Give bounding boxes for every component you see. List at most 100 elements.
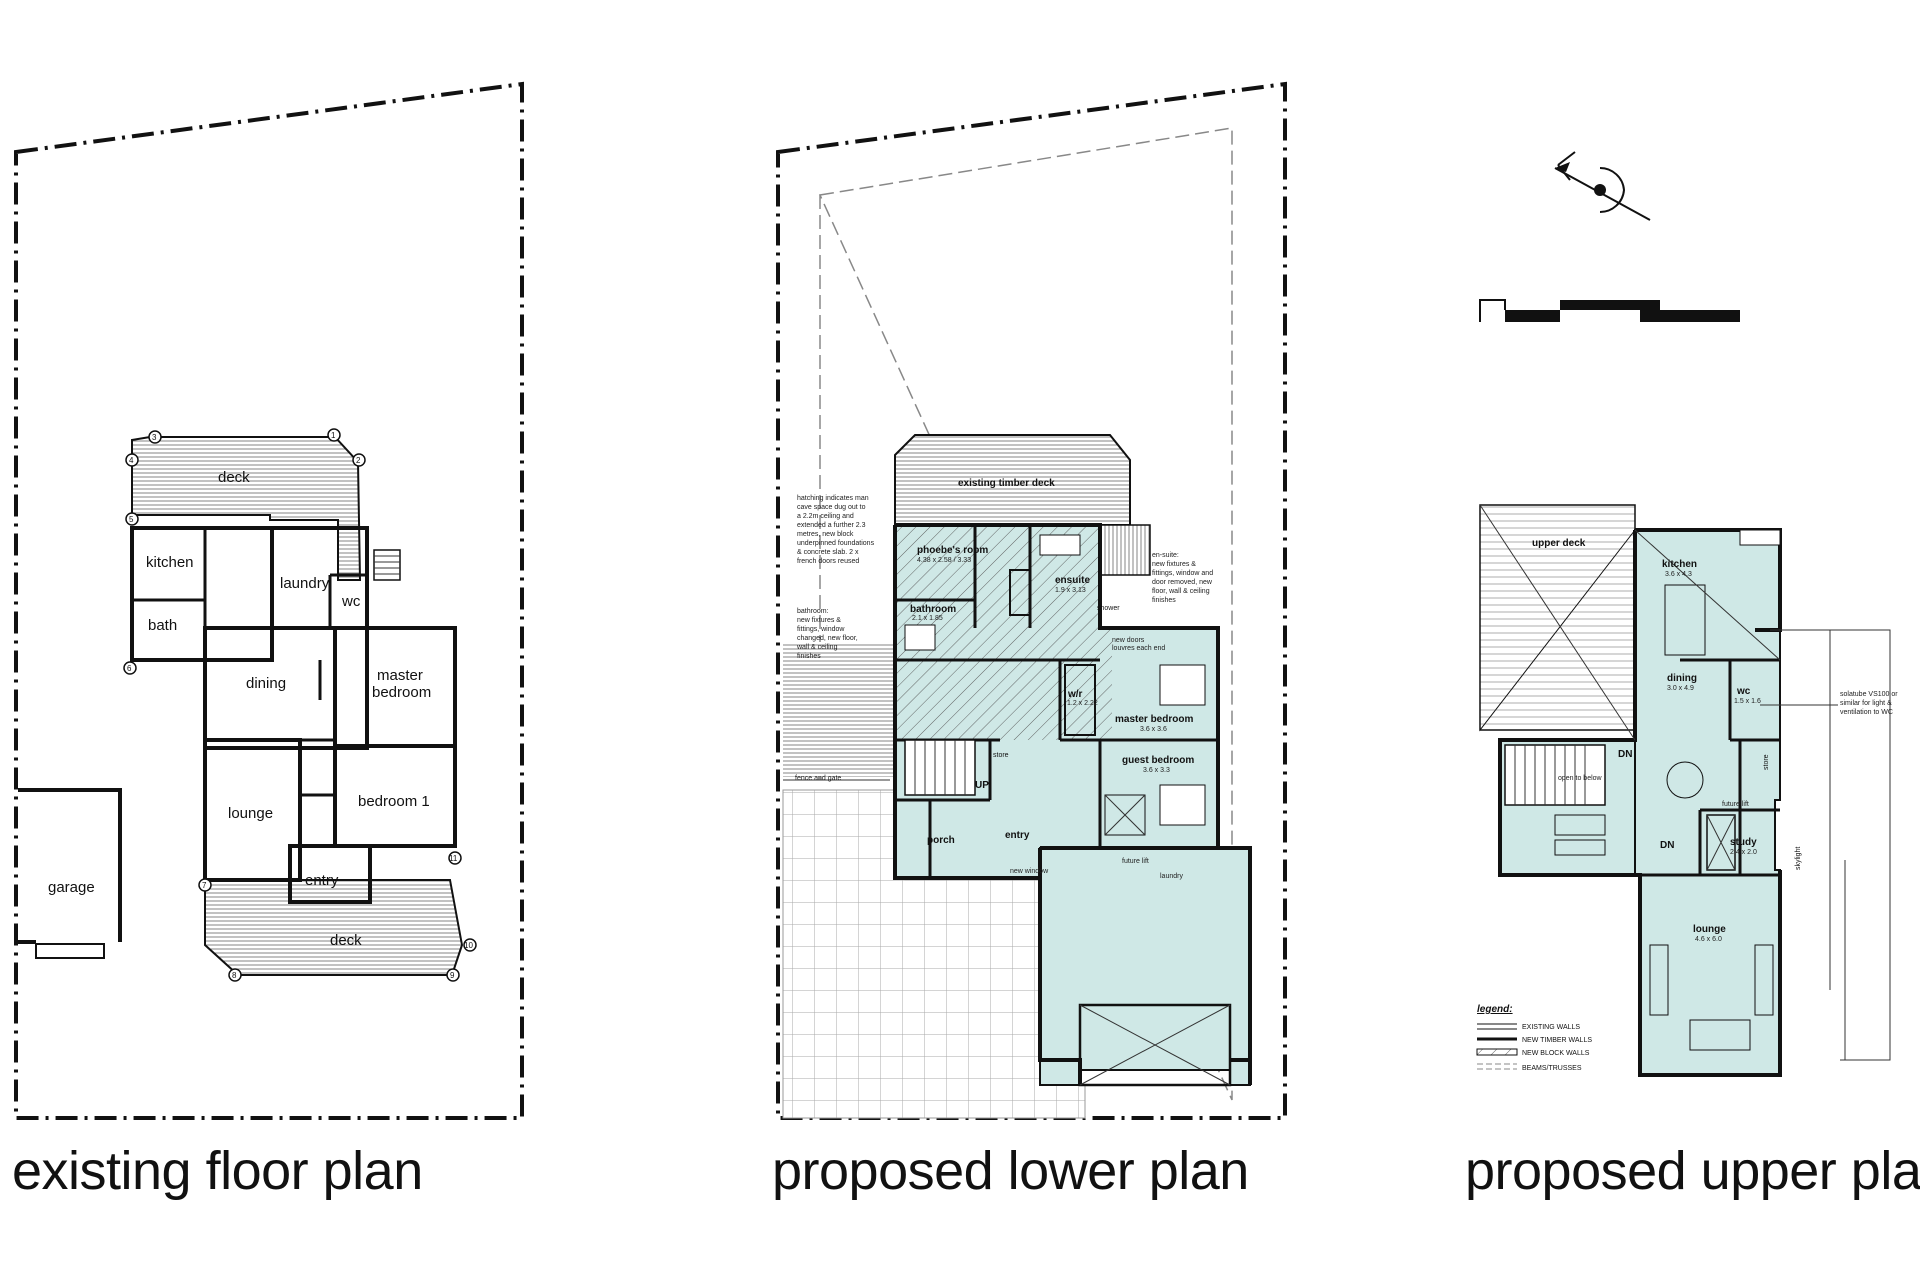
svg-text:2: 2 [356, 456, 361, 465]
dn-label-2: DN [1660, 840, 1674, 851]
new-doors-label: new doors [1112, 637, 1145, 644]
skylight-label: skylight [1795, 847, 1802, 870]
porch-label: porch [927, 835, 955, 846]
svg-text:en-suite:: en-suite: [1152, 552, 1179, 559]
upper-plan-title: proposed upper plan [1465, 1141, 1920, 1201]
future-lift-label: future lift [1122, 858, 1149, 865]
lounge-dim: 4.6 x 6.0 [1695, 936, 1722, 943]
side-steps [783, 642, 893, 777]
guest-bedroom-label: guest bedroom [1122, 755, 1194, 766]
svg-text:cave space dug out to: cave space dug out to [797, 504, 866, 511]
hatching-note: hatching indicates man cave space dug ou… [797, 495, 875, 565]
dn-label-1: DN [1618, 749, 1632, 760]
bathroom-dim: 2.1 x 1.85 [912, 615, 943, 622]
survey-markers: 1 2 3 4 5 6 7 8 9 10 11 [123, 428, 477, 982]
upper-future-lift-label: future lift [1722, 801, 1749, 808]
svg-text:11: 11 [449, 854, 458, 863]
upper-study-label: study [1730, 837, 1757, 848]
bath-label: bath [148, 617, 177, 634]
deck-bottom-label: deck [330, 932, 362, 949]
upper-kitchen-label: kitchen [1662, 559, 1697, 570]
legend-new-block-walls: NEW BLOCK WALLS [1522, 1050, 1590, 1057]
legend-new-timber-walls: NEW TIMBER WALLS [1522, 1037, 1592, 1044]
phoebes-dim: 4.38 x 2.58 / 3.33 [917, 557, 971, 564]
existing-floor-plan: 1 2 3 4 5 6 7 8 9 10 11 deck kitchen lau… [14, 81, 524, 1120]
svg-text:4: 4 [129, 456, 134, 465]
upper-deck-label: upper deck [1532, 538, 1586, 549]
svg-text:ventilation to WC: ventilation to WC [1840, 709, 1893, 716]
top-deck [131, 436, 362, 581]
bedroom1-label: bedroom 1 [358, 793, 430, 810]
ensuite-label: ensuite [1055, 575, 1090, 586]
svg-text:bathroom:: bathroom: [797, 608, 829, 615]
laundry-label: laundry [280, 575, 330, 592]
guest-dim: 3.6 x 3.3 [1143, 767, 1170, 774]
store-label: store [993, 752, 1009, 759]
svg-text:9: 9 [450, 971, 455, 980]
upper-store-label: store [1763, 754, 1770, 770]
svg-text:8: 8 [232, 971, 237, 980]
garage-door [35, 943, 105, 959]
upper-walls [1498, 528, 1891, 1077]
bottom-deck [204, 879, 464, 976]
upper-dining-label: dining [1667, 673, 1697, 684]
wc-label: wc [341, 593, 361, 610]
up-label: UP [975, 780, 989, 791]
svg-text:5: 5 [129, 515, 134, 524]
upper-lounge-label: lounge [1693, 924, 1726, 935]
svg-text:& concrete slab. 2 x: & concrete slab. 2 x [797, 549, 859, 556]
svg-text:hatching indicates man: hatching indicates man [797, 495, 869, 502]
lower-plan-title: proposed lower plan [772, 1141, 1249, 1201]
shower-label: shower [1097, 605, 1120, 612]
proposed-upper-plan: upper deck kitchen 3.6 x 4.3 dining 3.0 … [1476, 151, 1898, 1077]
wir-dim: 1.2 x 2.22 [1067, 700, 1098, 707]
dining-dim: 3.0 x 4.9 [1667, 685, 1694, 692]
master-dim: 3.6 x 3.6 [1140, 726, 1167, 733]
entry-label: entry [1005, 830, 1030, 841]
open-below-label: open to below [1558, 775, 1603, 782]
wir-label: w/r [1067, 689, 1083, 700]
laundry-label: laundry [1160, 873, 1183, 880]
lower-walls [893, 523, 1252, 1087]
existing-plan-title: existing floor plan [12, 1141, 423, 1201]
proposed-lower-plan: fence and gate [776, 81, 1287, 1120]
scale-bar [1479, 299, 1740, 322]
north-arrow-icon [1554, 151, 1651, 221]
master-bedroom-label: bedroom [372, 684, 431, 701]
phoebes-room-label: phoebe's room [917, 545, 988, 556]
new-window-label: new window [1010, 868, 1049, 875]
svg-text:10: 10 [464, 941, 473, 950]
louvres-label: louvres each end [1112, 645, 1165, 652]
deck-label: deck [218, 469, 250, 486]
upper-wc-label: wc [1736, 686, 1751, 697]
svg-text:similar for light &: similar for light & [1840, 700, 1892, 707]
svg-text:underpinned foundations: underpinned foundations [797, 540, 875, 547]
svg-text:new fixtures &: new fixtures & [797, 617, 841, 624]
svg-text:floor, wall & ceiling: floor, wall & ceiling [1152, 588, 1210, 595]
existing-deck-label: existing timber deck [958, 478, 1055, 489]
kitchen-label: kitchen [146, 554, 194, 571]
lounge-label: lounge [228, 805, 273, 822]
legend-beams-trusses: BEAMS/TRUSSES [1522, 1065, 1582, 1072]
master-bedroom-label: master bedroom [1115, 714, 1193, 725]
existing-walls [130, 526, 457, 904]
svg-text:7: 7 [202, 881, 207, 890]
svg-text:door removed, new: door removed, new [1152, 579, 1213, 586]
svg-text:fittings, window and: fittings, window and [1152, 570, 1213, 577]
legend-title: legend: [1477, 1004, 1513, 1015]
dining-label: dining [246, 675, 286, 692]
lower-stairs [904, 739, 976, 796]
lower-garage-fill [1039, 847, 1251, 1086]
master-label: master [377, 667, 423, 684]
svg-text:metres, new block: metres, new block [797, 531, 854, 538]
legend: legend: EXISTING WALLS NEW TIMBER WALLS … [1476, 1004, 1592, 1072]
svg-text:extended a further 2.3: extended a further 2.3 [797, 522, 866, 529]
ensuite-note: en-suite: new fixtures & fittings, windo… [1152, 552, 1213, 604]
garage-label: garage [48, 879, 95, 896]
kitchen-dim: 3.6 x 4.3 [1665, 571, 1692, 578]
wc-dim: 1.5 x 1.6 [1734, 698, 1761, 705]
svg-text:a 2.2m ceiling and: a 2.2m ceiling and [797, 513, 854, 520]
svg-text:new fixtures &: new fixtures & [1152, 561, 1196, 568]
fence-gate-label: fence and gate [795, 775, 841, 782]
